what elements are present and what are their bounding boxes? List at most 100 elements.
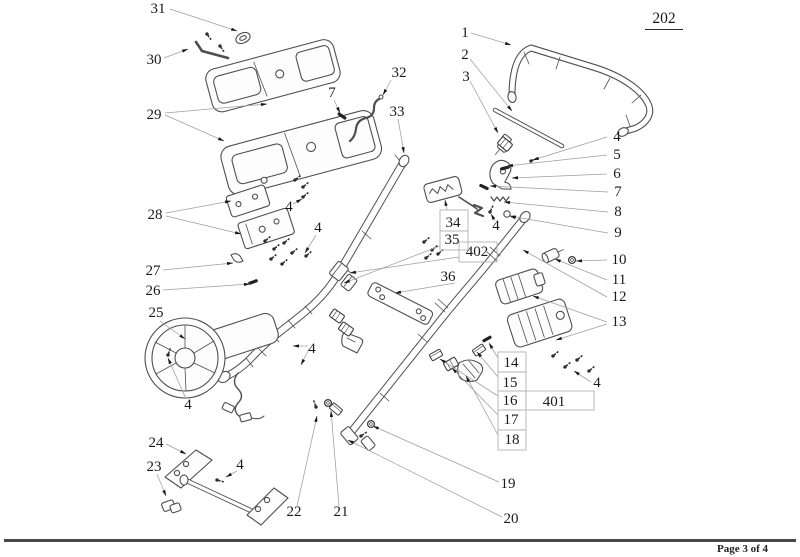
tube-end-fitting <box>360 435 376 451</box>
screw-glyph <box>270 241 282 253</box>
leader-line-31 <box>169 8 238 32</box>
leader-line-7 <box>333 99 341 114</box>
callout-label-33: 33 <box>390 104 405 120</box>
callout-box-35 <box>439 230 469 251</box>
latch-bracket <box>457 359 484 383</box>
leader-line-8 <box>503 200 609 213</box>
leader-line-4 <box>304 234 317 254</box>
callout-label-19: 19 <box>501 476 516 492</box>
callout-label-18: 18 <box>505 432 520 448</box>
callout-label-24: 24 <box>149 435 165 451</box>
leader-line-13 <box>532 295 608 323</box>
clamp-cam-lever <box>341 331 364 354</box>
callout-label-22: 22 <box>287 504 302 520</box>
handle-link-bar <box>367 282 434 325</box>
leader-line-4 <box>300 348 310 366</box>
callout-label-30: 30 <box>147 52 162 68</box>
callout-label-11: 11 <box>612 272 626 288</box>
callout-label-29: 29 <box>147 107 162 123</box>
screw-glyph <box>280 235 292 247</box>
screw-glyph <box>585 363 597 375</box>
wire-harness <box>221 372 265 423</box>
leader-line-3 <box>469 80 499 134</box>
leader-line-24 <box>165 443 187 455</box>
leader-line-22 <box>296 415 318 507</box>
callout-label-4: 4 <box>314 220 322 236</box>
leader-line-19 <box>372 425 500 483</box>
callout-label-16: 16 <box>503 393 519 409</box>
leader-line-4 <box>573 370 592 383</box>
callout-label-7: 7 <box>614 184 622 200</box>
callout-label-1: 1 <box>461 25 469 41</box>
callout-box-18 <box>497 429 527 451</box>
block-glyph <box>337 321 355 337</box>
leader-line-4 <box>490 213 496 222</box>
callout-label-4: 4 <box>285 199 293 215</box>
callout-label-17: 17 <box>504 412 520 428</box>
screw-glyph <box>422 250 434 262</box>
cam-lock-housing-lower <box>506 298 573 348</box>
callout-label-6: 6 <box>613 166 621 182</box>
ring-glyph <box>323 398 333 408</box>
leader-line-10 <box>575 259 608 263</box>
footer-page-indicator: Page 3 of 4 <box>716 543 768 555</box>
end-clip <box>161 499 182 514</box>
leader-line-11 <box>554 258 608 281</box>
spring <box>490 196 510 202</box>
ring-glyph <box>567 255 577 265</box>
lower-handle-right-tube <box>340 210 531 446</box>
leader-line-15 <box>476 351 499 378</box>
callout-label-4: 4 <box>613 129 621 145</box>
cable-grommet <box>235 31 251 45</box>
callout-layer: 3130292827262524237323312345678910111213… <box>146 1 627 527</box>
callout-label-2: 2 <box>461 47 469 63</box>
leader-line-14 <box>488 342 499 359</box>
handle-mount-bracket-upper <box>225 184 271 218</box>
callout-label-32: 32 <box>392 65 407 81</box>
cable-knob <box>541 248 564 264</box>
callout-label-26: 26 <box>146 283 162 299</box>
screw-glyph <box>561 359 573 371</box>
leader-line-5 <box>506 154 608 167</box>
leader-line-4 <box>225 470 238 478</box>
page-number: 202 <box>645 10 683 30</box>
leader-line-28 <box>165 215 242 235</box>
screw-glyph <box>299 189 311 201</box>
footer-rule <box>4 539 796 542</box>
leader-line-36 <box>394 282 456 294</box>
leader-line-402 <box>349 256 460 274</box>
pin-glyph <box>478 183 490 191</box>
callout-label-34: 34 <box>446 215 462 231</box>
leader-line-26 <box>162 282 251 291</box>
leader-line-17 <box>451 367 499 416</box>
callout-label-401: 401 <box>543 394 566 410</box>
callout-label-4: 4 <box>184 397 192 413</box>
callout-label-4: 4 <box>308 341 316 357</box>
lower-control-housing <box>220 110 383 196</box>
callout-label-27: 27 <box>146 263 162 279</box>
callout-label-5: 5 <box>613 147 621 163</box>
callout-label-402: 402 <box>466 244 489 260</box>
cable-clip <box>230 253 244 263</box>
callout-label-12: 12 <box>612 289 627 305</box>
callout-label-23: 23 <box>147 459 162 475</box>
leader-line-30 <box>163 48 189 59</box>
screw-glyph <box>573 352 585 364</box>
block-glyph <box>442 356 460 372</box>
leader-line-34 <box>444 199 448 211</box>
cable-guide-rod <box>348 94 384 143</box>
callout-label-28: 28 <box>148 207 163 223</box>
lower-cross-bar <box>164 449 289 526</box>
pin-glyph <box>481 335 493 343</box>
screw-glyph <box>420 234 432 246</box>
screw-glyph <box>203 30 214 43</box>
leader-line-4 <box>532 136 608 161</box>
screw-glyph <box>278 256 290 268</box>
block-glyph <box>328 308 346 324</box>
callout-label-10: 10 <box>612 252 627 268</box>
cam-lock-housing-upper <box>495 268 546 305</box>
screw-glyph <box>214 477 226 485</box>
callout-box-401 <box>525 390 595 411</box>
height-adjust-wheel <box>144 312 279 399</box>
